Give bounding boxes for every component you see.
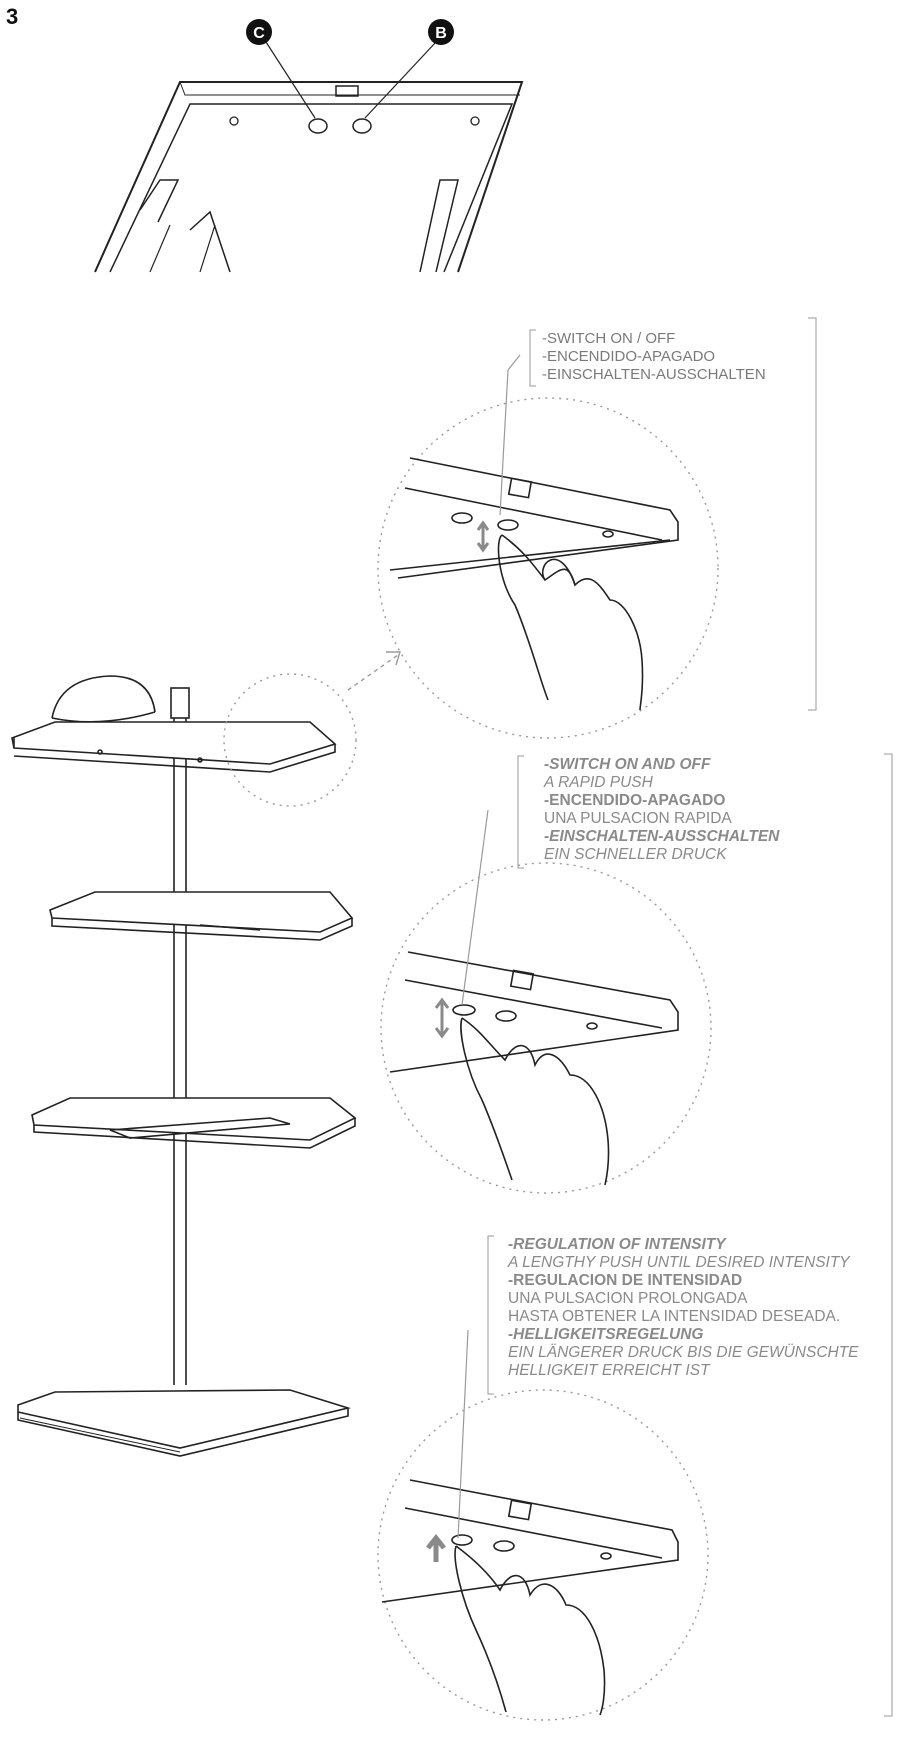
callout-markers: C B [246, 19, 454, 45]
caption-switch-on-off: -SWITCH ON / OFF -ENCENDIDO-APAGADO -EIN… [542, 330, 766, 384]
caption1-line1: -SWITCH ON / OFF [542, 330, 676, 347]
caption2-de-desc: EIN SCHNELLER DRUCK [544, 846, 727, 863]
callout-c-icon [246, 19, 272, 45]
caption3-es-title: -REGULACION DE INTENSIDAD [508, 1272, 743, 1289]
caption2-es-desc: UNA PULSACION RAPIDA [544, 810, 732, 827]
step-number: 3 [6, 4, 19, 29]
floor-lamp [11, 675, 357, 1457]
caption3-es-desc1: UNA PULSACION PROLONGADA [508, 1290, 748, 1307]
caption3-es-desc2: HASTA OBTENER LA INTENSIDAD DESEADA. [508, 1308, 841, 1325]
zoom-circle-small [223, 673, 357, 807]
callout-c-label: C [253, 25, 265, 42]
top-shelf-view [94, 41, 524, 273]
caption3-en-title: -REGULATION OF INTENSITY [508, 1236, 726, 1253]
callout-b-label: B [435, 25, 447, 42]
detail-1 [377, 317, 817, 739]
detail-2 [380, 753, 893, 1717]
caption2-en-title: -SWITCH ON AND OFF [544, 756, 711, 773]
caption2-en-desc: A RAPID PUSH [544, 774, 653, 791]
caption3-de-title: -HELLIGKEITSREGELUNG [508, 1326, 704, 1343]
button-c [308, 118, 328, 134]
caption-rapid-push: -SWITCH ON AND OFF A RAPID PUSH -ENCENDI… [544, 756, 779, 864]
caption2-de-title: -EINSCHALTEN-AUSSCHALTEN [544, 828, 780, 845]
detail-3 [377, 1235, 709, 1721]
caption1-line3: -EINSCHALTEN-AUSSCHALTEN [542, 366, 766, 383]
button-b [352, 118, 372, 134]
callout-b-icon [428, 19, 454, 45]
caption2-es-title: -ENCENDIDO-APAGADO [544, 792, 726, 809]
caption3-de-desc1: EIN LÄNGERER DRUCK BIS DIE GEWÜNSCHTE [508, 1344, 859, 1361]
caption1-line2: -ENCENDIDO-APAGADO [542, 348, 716, 365]
caption3-de-desc2: HELLIGKEIT ERREICHT IST [508, 1362, 710, 1379]
caption-intensity: -REGULATION OF INTENSITY A LENGTHY PUSH … [508, 1236, 859, 1380]
caption3-en-desc: A LENGTHY PUSH UNTIL DESIRED INTENSITY [508, 1254, 850, 1271]
